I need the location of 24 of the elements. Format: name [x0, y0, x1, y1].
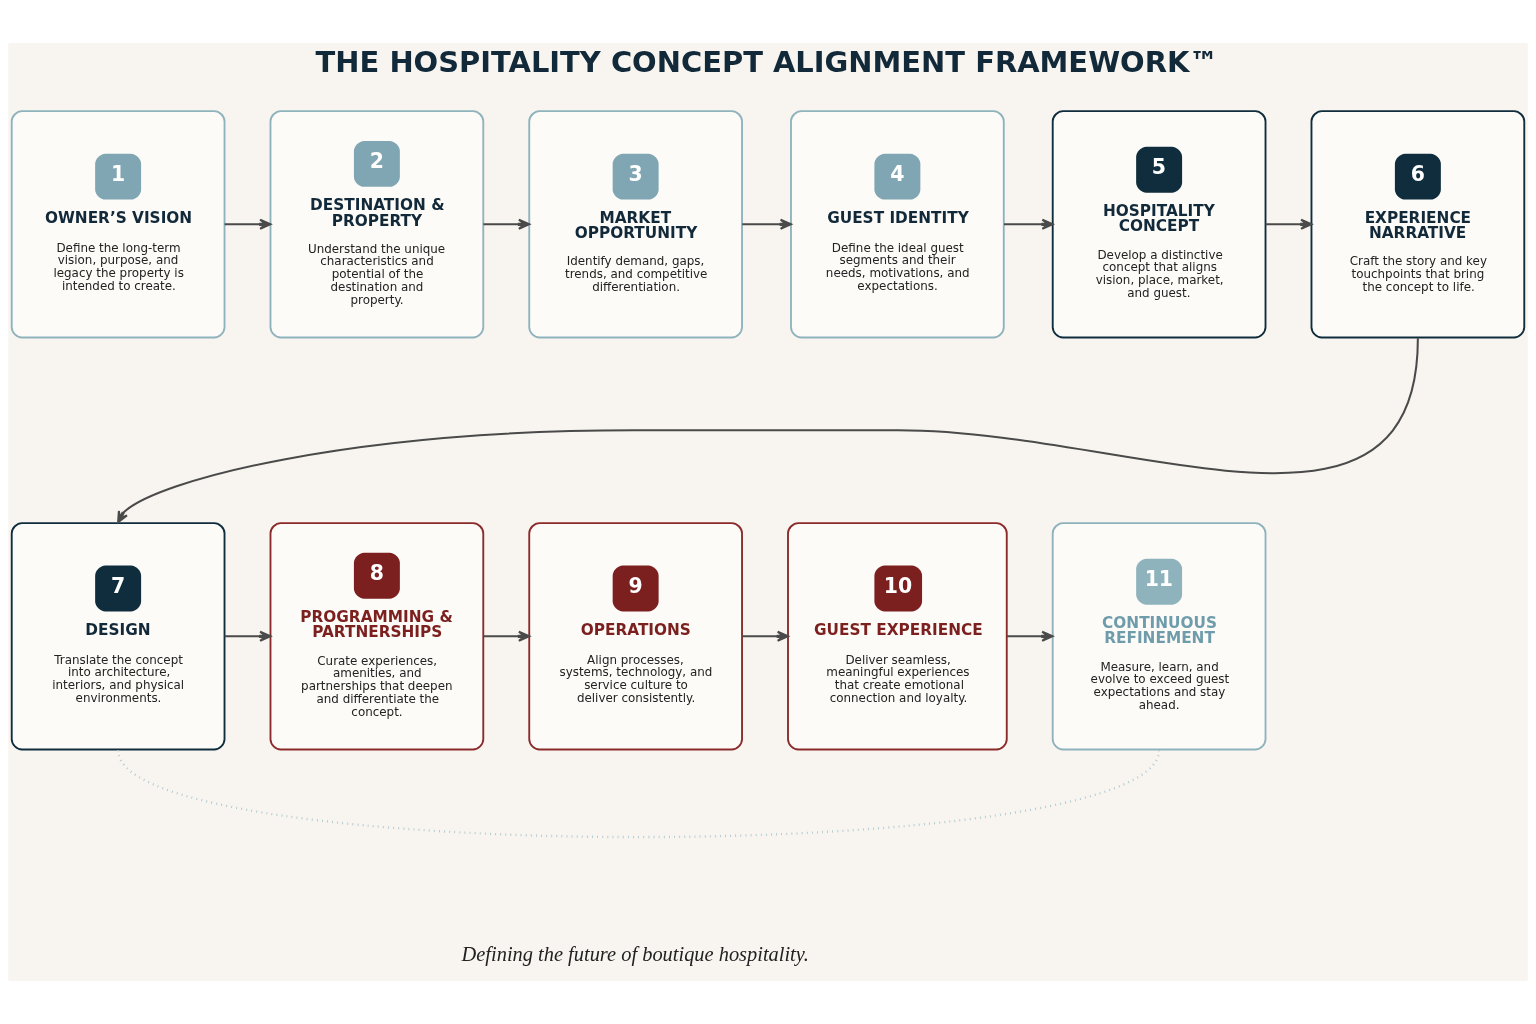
arrow [1265, 218, 1313, 230]
caption: Defining the future of boutique hospitality. [461, 942, 809, 965]
node-box: 9 OPERATIONS Align processes, systems, technology, and service culture to deliver consistently. [528, 522, 743, 751]
arrow [742, 218, 792, 230]
diagram-title: THE HOSPITALITY CONCEPT ALIGNMENT FRAMEWORK™ [315, 45, 1219, 80]
node-box: 6 EXPERIENCE NARRATIVE Craft the story and key touchpoints that bring the concept to life. [1310, 110, 1526, 339]
node-box: 4 GUEST IDENTITY Define the ideal guest segments and their needs, motivations, and expectations. [790, 110, 1005, 339]
arrow [224, 218, 272, 230]
node-box: 11 CONTINUOUS REFINEMENT Measure, learn, and evolve to exceed guest expectations and stay ahead. [1051, 522, 1267, 751]
node-box: 8 PROGRAMMING & PARTNERSHIPS Curate experiences, amenities, and partnerships that deepen and differentiate the concept. [269, 522, 485, 751]
arrow [117, 338, 1419, 524]
arrow [224, 630, 272, 642]
arrow [483, 218, 531, 230]
arrow [1007, 630, 1054, 642]
arrow [742, 630, 789, 642]
node-box: 3 MARKET OPPORTUNITY Identify demand, gaps, trends, and competitive differentiation. [528, 110, 743, 339]
connector [117, 749, 1161, 839]
node-box: 7 DESIGN Translate the concept into architecture, interiors, and physical environments. [10, 522, 226, 751]
node-box: 5 HOSPITALITY CONCEPT Develop a distinctive concept that aligns vision, place, market, and guest. [1051, 110, 1267, 339]
node-box: 2 DESTINATION & PROPERTY Understand the unique characteristics and potential of the destination and property. [269, 110, 485, 339]
arrow [1004, 218, 1054, 230]
node-box: 1 OWNER’S VISION Define the long-term vision, purpose, and legacy the property is intended to create. [10, 110, 226, 339]
node-box: 10 GUEST EXPERIENCE Deliver seamless, meaningful experiences that create emotional connection and loyalty. [787, 522, 1008, 751]
arrow [483, 630, 531, 642]
